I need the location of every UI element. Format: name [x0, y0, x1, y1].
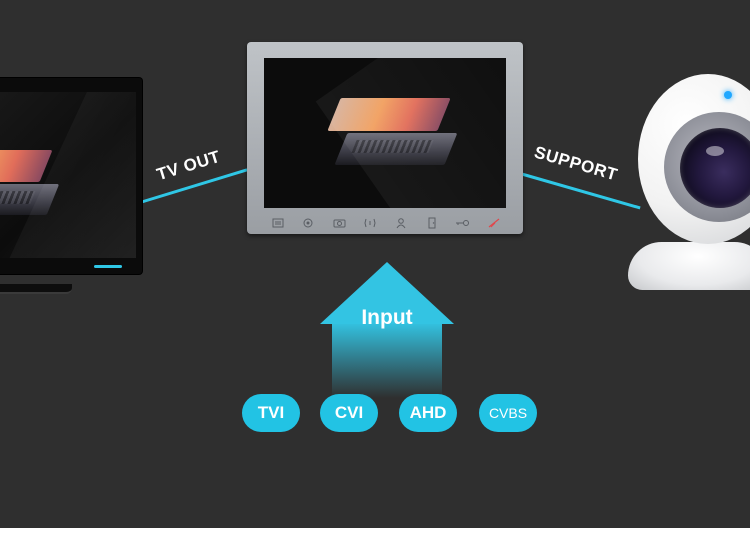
input-arrow: Input: [320, 262, 454, 398]
tv-power-led: [94, 265, 122, 268]
tv-display: [0, 78, 142, 274]
tv-screen: [0, 92, 136, 258]
format-cvbs-badge: CVBS: [479, 394, 537, 432]
format-tvi-badge: TVI: [242, 394, 300, 432]
door-icon[interactable]: [422, 216, 442, 230]
hangup-icon[interactable]: [484, 216, 504, 230]
webcam-led: [724, 91, 732, 99]
input-label: Input: [361, 306, 413, 329]
intercom-icon[interactable]: [360, 216, 380, 230]
camera-icon[interactable]: [329, 216, 349, 230]
webcam-base: [628, 242, 750, 290]
settings-icon[interactable]: [298, 216, 318, 230]
monitor-screen: [264, 58, 506, 208]
webcam-lens: [680, 128, 750, 208]
user-icon[interactable]: [391, 216, 411, 230]
monitor-button-bar: [247, 212, 523, 234]
input-format-list: TVI CVI AHD CVBS: [242, 394, 542, 432]
tv-stand: [0, 284, 72, 294]
menu-icon[interactable]: [267, 216, 287, 230]
format-ahd-badge: AHD: [399, 394, 457, 432]
key-icon[interactable]: [453, 216, 473, 230]
format-cvi-badge: CVI: [320, 394, 378, 432]
video-intercom-monitor: [247, 42, 523, 234]
webcam: [628, 74, 750, 294]
support-cable: [519, 172, 641, 210]
bottom-strip: [0, 528, 750, 538]
